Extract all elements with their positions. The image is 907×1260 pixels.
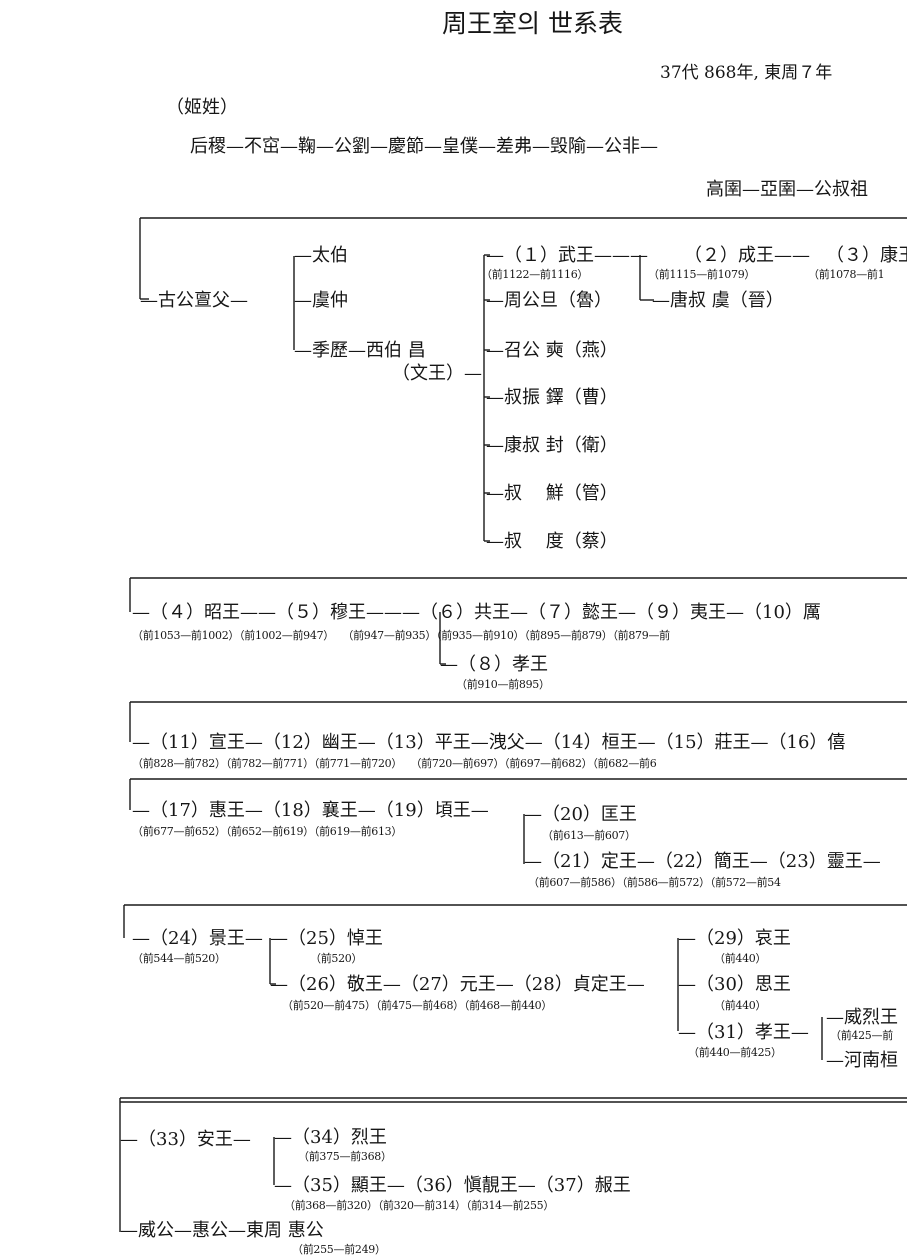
kings-17-to-19: —（17）惠王—（18）襄王—（19）頃王— [132,800,489,821]
kings-35-to-37-years: （前368—前320）（前320—前314）（前314—前255） [284,1199,555,1212]
eastern-zhou-lords: —威公—惠公—東周 惠公 [120,1220,324,1241]
king-29-years: （前440） [714,952,767,965]
shaogong-shi: —召公 奭（燕） [486,340,618,361]
king-25-years: （前520） [310,952,363,965]
kings-26-to-28: —（26）敬王—（27）元王—（28）貞定王— [270,974,645,995]
king-1-years: （前1122—前1116） [481,268,589,281]
weilie-wang: —威烈王 [826,1007,898,1028]
wenwang-label: （文王）— [392,363,482,384]
yuzhong: —虞仲 [294,290,348,311]
king-24-years: （前544—前520） [132,952,226,965]
jili-xibo-chang: —季歷—西伯 昌 [294,340,426,361]
gugong-danfu: —古公亶父— [140,290,248,311]
king-20-years: （前613—前607） [542,829,636,842]
taibo: —太伯 [294,245,348,266]
shuzhen-duo: —叔振 鐸（曹） [486,387,618,408]
king-3-years: （前1078—前1 [808,268,885,281]
ancestor-lineage-line-2: 高圉—亞圉—公叔祖 [706,179,868,200]
king-8-years: （前910—前895） [456,678,550,691]
kings-11-to-16: —（11）宣王—（12）幽王—（13）平王—洩父—（14）桓王—（15）莊王—（… [132,732,846,753]
king-34-liewang: —（34）烈王 [274,1127,387,1148]
shu-du: —叔 度（蔡） [486,531,618,552]
king-30-years: （前440） [714,999,767,1012]
kings-11-to-16-years: （前828—前782）（前782—前771）（前771—前720） （前720—… [132,757,657,770]
king-2-chengwang: （２）成王—— [684,245,810,266]
king-31-xiaowang: —（31）孝王— [678,1022,809,1043]
kings-35-to-37: —（35）顯王—（36）愼靚王—（37）赧王 [274,1175,631,1196]
page-subtitle: 37代 868年, 東周７年 [660,63,833,83]
henan-huan: —河南桓 [826,1050,898,1071]
zhougong-dan: —周公旦（魯） [486,290,612,311]
eastern-zhou-years: （前255—前249） [292,1243,386,1256]
king-29-aiwang: —（29）哀王 [678,928,791,949]
king-31-years: （前440—前425） [688,1046,782,1059]
surname-label: （姬姓） [166,97,238,118]
kangshu-feng: —康叔 封（衛） [486,435,618,456]
king-8-xiaowang: —（８）孝王 [440,654,548,675]
king-33-anwang: —（33）安王— [120,1129,251,1150]
kings-4-to-10: —（４）昭王——（５）穆王———（６）共王—（７）懿王—（９）夷王—（10）厲 [132,602,821,623]
kings-21-to-23: —（21）定王—（22）簡王—（23）靈王— [524,851,881,872]
king-3-kangwang: （３）康王 [826,245,907,266]
tangshu-yu: —唐叔 虞（晉） [652,290,784,311]
page-title: 周王室의 世系表 [442,9,623,38]
kings-4-to-10-years: （前1053—前1002）（前1002—前947） （前947—前935）（前9… [132,629,670,642]
shu-xian: —叔 鮮（管） [486,483,618,504]
ancestor-lineage-line-1: 后稷—不窋—鞠—公劉—慶節—皇僕—差弗—毁隃—公非— [190,136,658,157]
king-30-siwang: —（30）思王 [678,974,791,995]
king-1-wuwang: —（１）武王——— [486,245,648,266]
kings-21-to-23-years: （前607—前586）（前586—前572）（前572—前54 [528,876,781,889]
king-20-kuangwang: —（20）匡王 [524,804,637,825]
king-2-years: （前1115—前1079） [648,268,756,281]
kings-26-to-28-years: （前520—前475）（前475—前468）（前468—前440） [282,999,553,1012]
king-34-years: （前375—前368） [298,1150,392,1163]
king-24-jingwang: —（24）景王— [132,928,263,949]
weilie-years: （前425—前 [830,1029,893,1042]
kings-17-to-19-years: （前677—前652）（前652—前619）（前619—前613） [132,825,403,838]
king-25-daowang: —（25）悼王 [270,928,383,949]
